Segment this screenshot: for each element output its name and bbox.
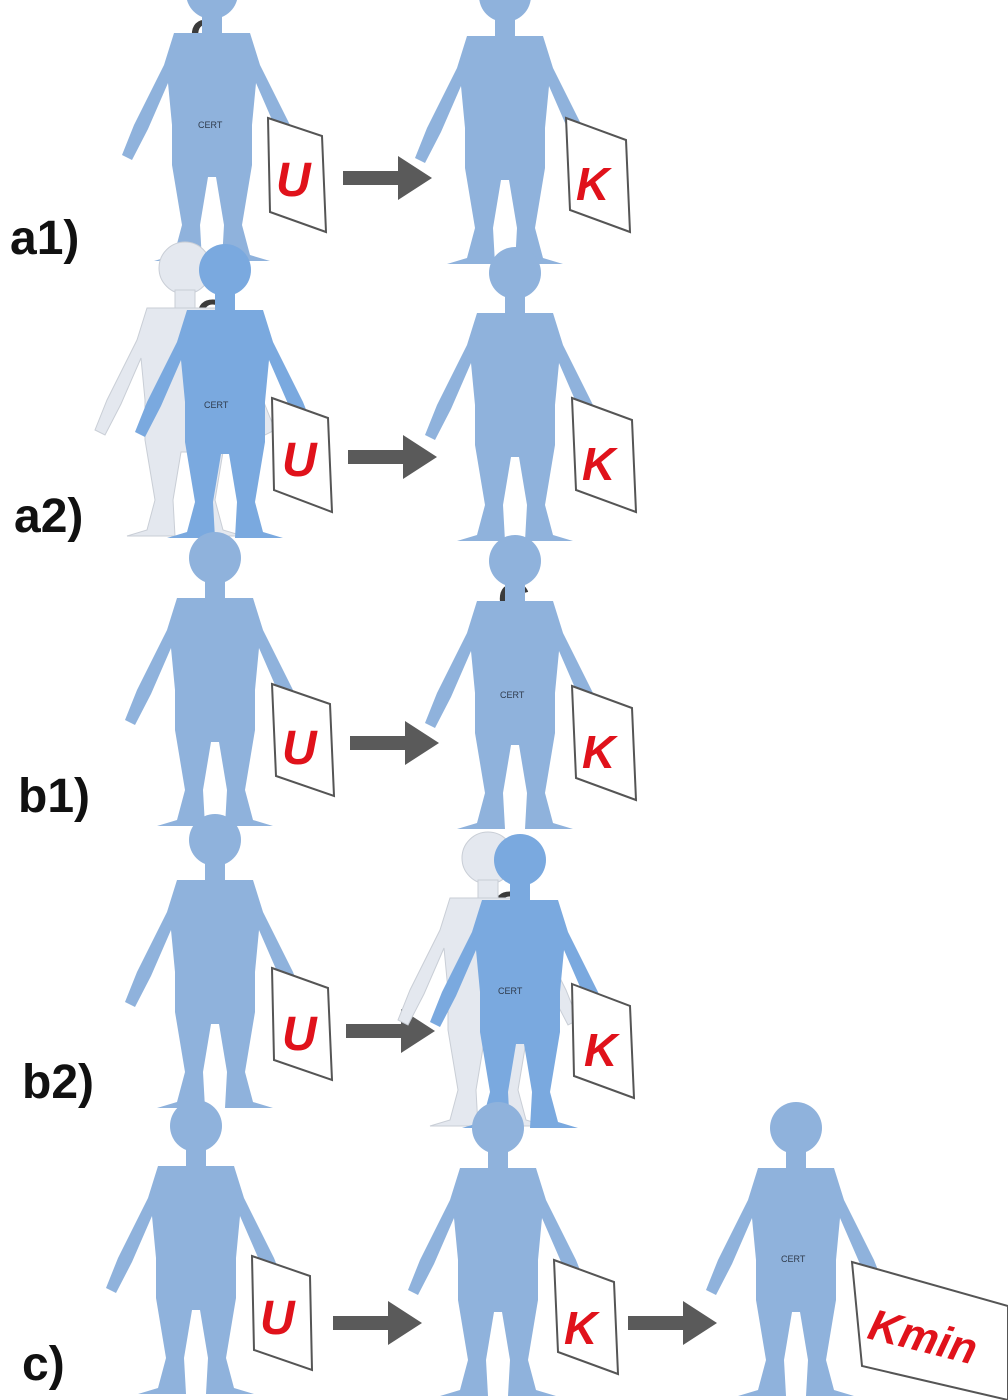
row-b2: b2) U C CERT K [22, 814, 636, 1128]
card-icon: K [570, 396, 638, 514]
card-letter: K [576, 158, 612, 210]
card-icon: U [266, 116, 328, 234]
row-label: b2) [22, 1056, 94, 1109]
arrow-right-icon [350, 721, 439, 765]
arrow-right-icon [346, 1009, 435, 1053]
card-letter: U [282, 722, 318, 775]
cert-badge: CERT [500, 690, 525, 700]
card-icon-wide: Kmin [850, 1260, 1008, 1400]
row-label: c) [22, 1338, 65, 1391]
card-letter: K [582, 726, 618, 778]
card-letter: U [282, 1008, 318, 1061]
card-icon: K [552, 1258, 620, 1376]
cert-badge: CERT [204, 400, 229, 410]
card-icon: U [250, 1254, 314, 1372]
arrow-right-icon [348, 435, 437, 479]
person-figure-icon [125, 814, 305, 1108]
arrow-right-icon [343, 156, 432, 200]
card-letter: U [282, 434, 318, 487]
cert-badge: CERT [198, 120, 223, 130]
card-letter: K [584, 1024, 620, 1076]
arrow-right-icon [628, 1301, 717, 1345]
row-a1: a1) C CERT U K [10, 0, 632, 265]
arrow-right-icon [333, 1301, 422, 1345]
person-figure-icon [706, 1102, 886, 1396]
card-letter: U [276, 154, 312, 207]
row-c: c) U K C CERT Kmin [22, 1100, 1008, 1400]
person-figure-icon [425, 247, 605, 541]
card-icon: U [270, 682, 336, 798]
card-letter: K [564, 1302, 600, 1354]
card-letter: U [260, 1292, 296, 1345]
cert-badge: CERT [498, 986, 523, 996]
row-b1: b1) U C CERT K [18, 532, 638, 829]
row-label: a2) [14, 490, 83, 543]
card-icon: U [270, 396, 334, 514]
cert-badge: CERT [781, 1254, 806, 1264]
row-label: b1) [18, 770, 90, 823]
row-a2: a2) C CERT U K [14, 241, 638, 543]
person-figure-icon [425, 535, 605, 829]
row-label: a1) [10, 212, 79, 265]
card-letter: K [582, 438, 618, 490]
card-icon: K [564, 116, 632, 234]
card-icon: U [270, 966, 334, 1082]
person-figure-icon [125, 532, 305, 826]
card-icon: K [570, 684, 638, 802]
card-icon: K [570, 982, 636, 1100]
